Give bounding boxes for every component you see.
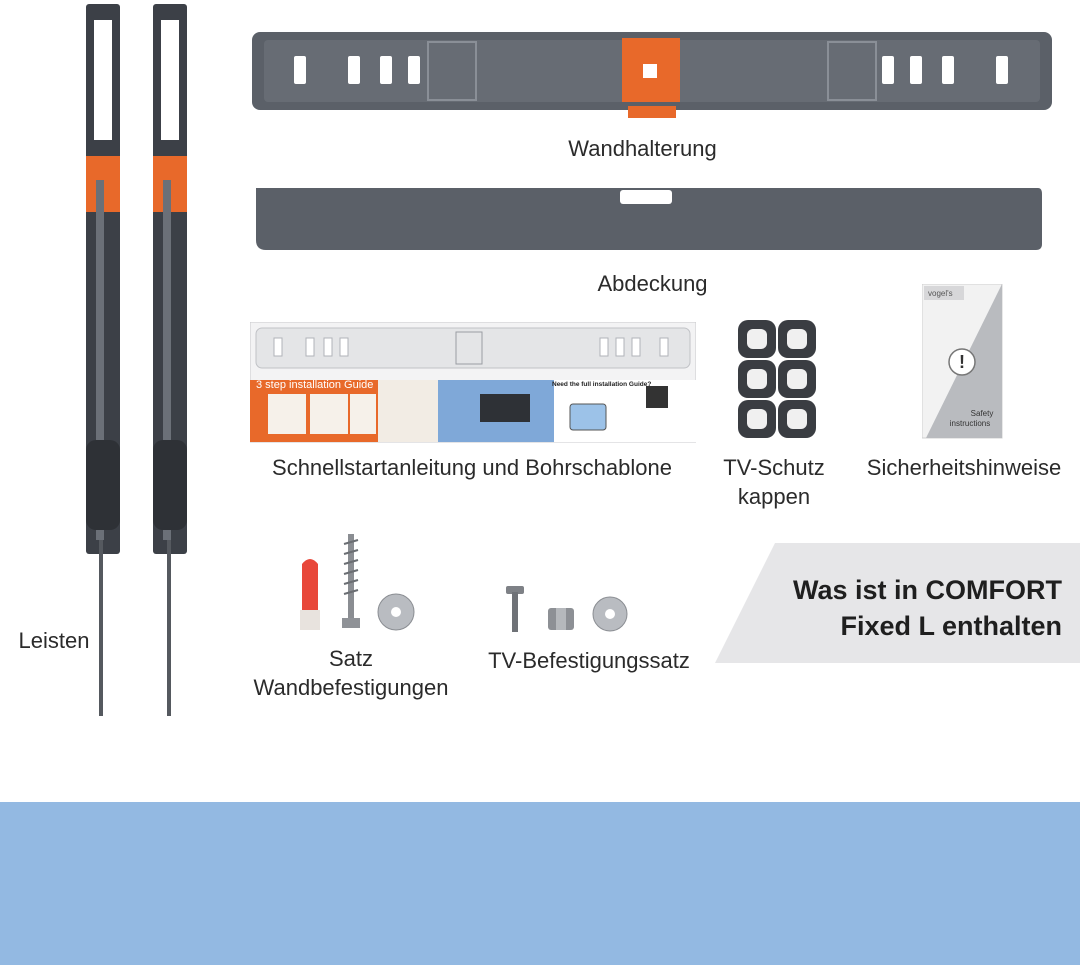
- drilling-template-image: 3 step installation Guide Need the full …: [250, 322, 696, 443]
- tv-schutz-label: TV-Schutz kappen: [710, 454, 838, 511]
- guide-full-title: Need the full installation Guide?: [552, 381, 651, 388]
- leisten-label: Leisten: [18, 628, 90, 653]
- safety-title-line1: Safety: [971, 409, 994, 418]
- wall-fixing-set-image: [300, 534, 415, 631]
- tv-fixing-set-image: [506, 586, 628, 632]
- banner-background: [715, 543, 1080, 663]
- banner-heading: Was ist in COMFORT Fixed L enthalten: [793, 572, 1062, 645]
- tv-schutz-line2: kappen: [737, 483, 811, 509]
- vertical-strips-image: [86, 4, 187, 716]
- wandhalterung-label: Wandhalterung: [568, 136, 717, 161]
- sicherheit-label: Sicherheitshinweise: [866, 455, 1062, 480]
- satz-label: Satz Wandbefestigungen: [240, 645, 462, 702]
- banner-line2: Fixed L enthalten: [840, 611, 1062, 642]
- cover-image: [256, 188, 1042, 250]
- tv-befestigung-label: TV-Befestigungssatz: [488, 648, 690, 673]
- wall-bracket-image: [252, 32, 1052, 118]
- guide-step-title: 3 step installation Guide: [256, 379, 373, 391]
- tv-schutz-line1: TV-Schutz: [723, 455, 825, 480]
- safety-brand: vogel's: [928, 289, 953, 298]
- satz-line1: Satz: [328, 646, 374, 671]
- safety-title-line2: instructions: [950, 419, 990, 428]
- banner-line1: Was ist in COMFORT: [793, 575, 1062, 605]
- warning-icon: !: [959, 352, 965, 372]
- tv-protection-caps-image: [738, 320, 816, 438]
- bottom-color-band: [0, 802, 1080, 965]
- safety-booklet-image: vogel's ! Safety instructions: [922, 284, 1003, 439]
- abdeckung-label: Abdeckung: [597, 271, 708, 296]
- schnellstart-label: Schnellstartanleitung und Bohrschablone: [272, 455, 672, 480]
- satz-line2: Wandbefestigungen: [253, 674, 449, 700]
